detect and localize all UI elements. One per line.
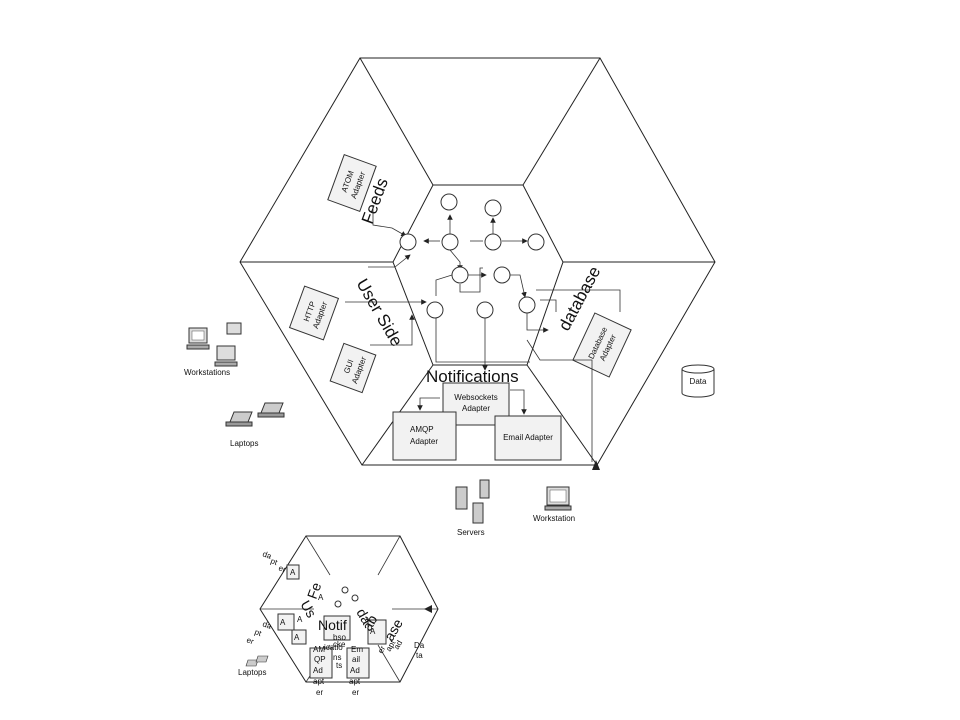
node	[441, 233, 459, 251]
thumb-fragment: A	[290, 568, 296, 577]
thumb-section-notif: Notif	[318, 617, 347, 633]
data-cylinder-icon	[681, 364, 715, 398]
core-nodes	[399, 193, 545, 319]
workstation-caption: Workstation	[533, 514, 575, 523]
thumb-fragment: ad	[392, 639, 404, 651]
email-adapter: Email Adapter	[494, 415, 562, 461]
thumb-laptops-icon	[245, 655, 269, 667]
thumb-fragment: da	[261, 619, 273, 631]
thumb-section-ab: ab	[359, 612, 381, 634]
thumb-fragment: Em	[351, 645, 363, 654]
thumb-fragment: bso	[333, 633, 346, 642]
connectors	[345, 205, 621, 462]
thumb-fragment: A	[318, 593, 324, 602]
node	[399, 233, 417, 251]
thumb-laptops-caption: Laptops	[238, 668, 266, 677]
thumb-fragment: cke	[333, 640, 346, 649]
node	[484, 233, 502, 251]
notifications-label: Notifications	[426, 367, 519, 386]
thumb-fragment: ta	[416, 651, 423, 660]
node	[451, 266, 469, 284]
user-side-label: User Side	[353, 276, 407, 350]
thumb-fragment: Ad	[350, 666, 360, 675]
thumb-section-da: da	[353, 606, 375, 628]
gui-adapter: GUI Adapter	[329, 342, 377, 394]
node	[493, 266, 511, 284]
thumb-fragment: ail	[352, 655, 360, 664]
thumb-fragment: apt	[349, 677, 361, 686]
websockets-adapter-line2: Adapter	[462, 404, 490, 413]
node	[518, 296, 536, 314]
bottom-arrow-head	[592, 460, 600, 470]
thumb-fragment: QP	[314, 655, 326, 664]
database-adapter: Database Adapter	[572, 312, 632, 378]
data-caption: Data	[690, 377, 707, 386]
servers-icon	[455, 479, 490, 524]
thumb-fragment: da	[261, 549, 273, 561]
workstations-caption: Workstations	[184, 368, 230, 377]
thumb-fragment: pt	[269, 556, 279, 567]
thumb-fragment: AM	[313, 645, 325, 654]
divider-nw	[359, 57, 434, 186]
laptops-caption: Laptops	[230, 439, 258, 448]
thumb-fragment: er	[245, 635, 255, 646]
thumb-fragment: apt	[313, 677, 325, 686]
thumb-fragment: A	[297, 615, 303, 624]
laptops-icon	[225, 402, 285, 427]
node	[426, 301, 444, 319]
http-adapter: HTTP Adapter	[288, 285, 340, 341]
thumb-fragment: ts	[336, 661, 342, 670]
thumb-section-fe: Fe	[304, 580, 325, 601]
thumb-fragment: A	[280, 618, 286, 627]
divider-se	[526, 364, 598, 466]
atom-adapter: ATOM Adapter	[327, 153, 377, 213]
servers-caption: Servers	[457, 528, 485, 537]
thumb-section-icatio: icatio	[324, 643, 343, 652]
thumb-fragment: A	[294, 633, 300, 642]
thumb-fragment: Da	[414, 641, 425, 650]
thumb-fragment: Ad	[313, 666, 323, 675]
amqp-adapter-line1: AMQP	[410, 425, 434, 434]
node	[440, 193, 458, 211]
email-adapter-label: Email Adapter	[503, 433, 553, 442]
thumb-section-us: Us	[297, 598, 319, 621]
divider-ne	[522, 57, 601, 186]
node	[527, 233, 545, 251]
thumb-fragment: pt	[253, 627, 263, 638]
thumb-fragment: A	[370, 627, 376, 636]
thumb-fragment: er	[277, 563, 287, 574]
node	[476, 301, 494, 319]
workstation-icon	[544, 486, 572, 511]
thumb-fragment: er	[376, 644, 388, 655]
node	[484, 199, 502, 217]
thumb-fragment: er	[352, 688, 359, 697]
thumb-fragment: er	[316, 688, 323, 697]
thumb-section-ns: ns	[333, 653, 341, 662]
workstations-icon	[186, 322, 242, 367]
thumbnail-diagram: Fe Us da Notif icatio ns ab ase A A A da…	[238, 535, 439, 697]
amqp-adapter: AMQP Adapter	[392, 411, 457, 461]
websockets-adapter-line1: Websockets	[454, 393, 497, 402]
amqp-adapter-line2: Adapter	[410, 437, 438, 446]
